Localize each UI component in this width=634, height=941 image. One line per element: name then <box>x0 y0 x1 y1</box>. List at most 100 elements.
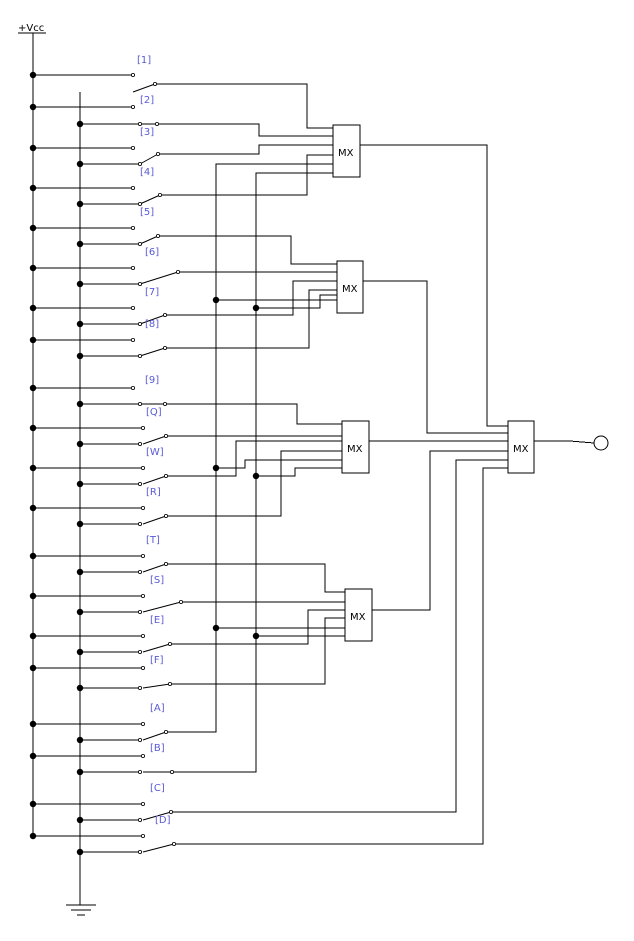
wire <box>166 440 342 477</box>
junction-dot <box>29 752 37 760</box>
mux-2 <box>336 260 364 314</box>
junction-dot <box>76 684 84 692</box>
junction-dot <box>29 552 37 560</box>
wire <box>363 280 508 434</box>
switch-label: [F] <box>150 655 164 666</box>
junction-dot <box>29 832 37 840</box>
mux-label: MX <box>347 444 363 455</box>
switch-terminal <box>137 818 142 823</box>
switch-terminal <box>154 122 159 127</box>
wire <box>215 163 333 300</box>
switch-terminal <box>140 594 145 599</box>
junction-dot <box>76 608 84 616</box>
wire <box>166 450 342 517</box>
wire <box>158 144 333 155</box>
junction-dot <box>212 464 220 472</box>
junction-dot <box>76 648 84 656</box>
switch-levers <box>132 83 182 853</box>
switch-label: [T] <box>146 535 160 546</box>
switch-label: [E] <box>150 615 164 626</box>
junction-dot <box>29 336 37 344</box>
wires <box>32 33 595 905</box>
wire <box>166 628 217 733</box>
junction-dot <box>29 384 37 392</box>
switch-terminal <box>140 666 145 671</box>
switch-terminal <box>137 321 142 326</box>
switch-terminal <box>137 201 142 206</box>
switch-label: [R] <box>146 487 161 498</box>
switch-terminal <box>137 522 142 527</box>
switch-terminal <box>163 433 168 438</box>
switch-terminal <box>140 754 145 759</box>
switch-terminals <box>130 73 183 855</box>
switch-label: [7] <box>145 287 159 298</box>
switch-terminal <box>169 770 174 775</box>
junction-dot <box>29 632 37 640</box>
switch-labels: [1][2][3][4][5][6][7][8][9][Q][W][R][T][… <box>137 55 171 826</box>
wire <box>255 308 342 477</box>
switch-terminal <box>140 802 145 807</box>
switch-terminal <box>163 514 168 519</box>
wire <box>158 235 337 265</box>
wire <box>255 476 345 637</box>
junction-dot <box>76 520 84 528</box>
mux-label: MX <box>338 148 354 159</box>
wire <box>534 440 595 444</box>
switch-lever <box>139 347 166 357</box>
switch-terminal <box>171 842 176 847</box>
switch-lever <box>142 435 167 445</box>
switch-lever <box>142 475 167 485</box>
junction-dot <box>252 472 260 480</box>
wire <box>166 563 345 593</box>
junction-dot <box>76 816 84 824</box>
switch-terminal <box>167 682 172 687</box>
switch-terminal <box>137 850 142 855</box>
switch-terminal <box>140 722 145 727</box>
wire <box>165 289 337 349</box>
switch-label: [W] <box>146 447 164 458</box>
junction-dot <box>29 144 37 152</box>
junction-dot <box>76 320 84 328</box>
switch-terminal <box>137 441 142 446</box>
switch-terminal <box>163 562 168 567</box>
junction-dot <box>29 184 37 192</box>
junction-dot <box>212 296 220 304</box>
switch-terminal <box>163 730 168 735</box>
switch-terminal <box>130 337 135 342</box>
switch-terminal <box>162 401 167 406</box>
switch-label: [5] <box>140 207 154 218</box>
switch-terminal <box>137 241 142 246</box>
switch-terminal <box>130 225 135 230</box>
switch-terminal <box>137 738 142 743</box>
switch-terminal <box>175 269 180 274</box>
junction-dot <box>29 592 37 600</box>
switch-terminal <box>137 570 142 575</box>
switch-lever <box>139 314 166 325</box>
switch-terminal <box>130 73 135 78</box>
wire <box>215 300 342 469</box>
switch-lever <box>139 153 159 165</box>
junction-dot <box>76 848 84 856</box>
wire <box>157 123 333 137</box>
switch-terminal <box>140 834 145 839</box>
junction-dot <box>29 304 37 312</box>
switch-terminal <box>130 105 135 110</box>
switch-lever <box>139 235 159 245</box>
switch-lever <box>142 643 171 653</box>
junction-dot <box>76 280 84 288</box>
switch-lever <box>142 601 182 613</box>
junction-dot <box>76 768 84 776</box>
switch-label: [2] <box>140 95 154 106</box>
switch-terminal <box>152 82 157 87</box>
wire <box>172 636 257 773</box>
switch-terminal <box>137 122 142 127</box>
switch-label: [B] <box>150 743 165 754</box>
switch-terminal <box>167 642 172 647</box>
junction-dot <box>29 720 37 728</box>
switch-label: [1] <box>137 55 151 66</box>
switch-terminal <box>137 161 142 166</box>
switch-label: [A] <box>150 703 165 714</box>
junction-dots <box>29 71 260 856</box>
wire <box>174 467 508 845</box>
switch-label: [Q] <box>146 407 162 418</box>
